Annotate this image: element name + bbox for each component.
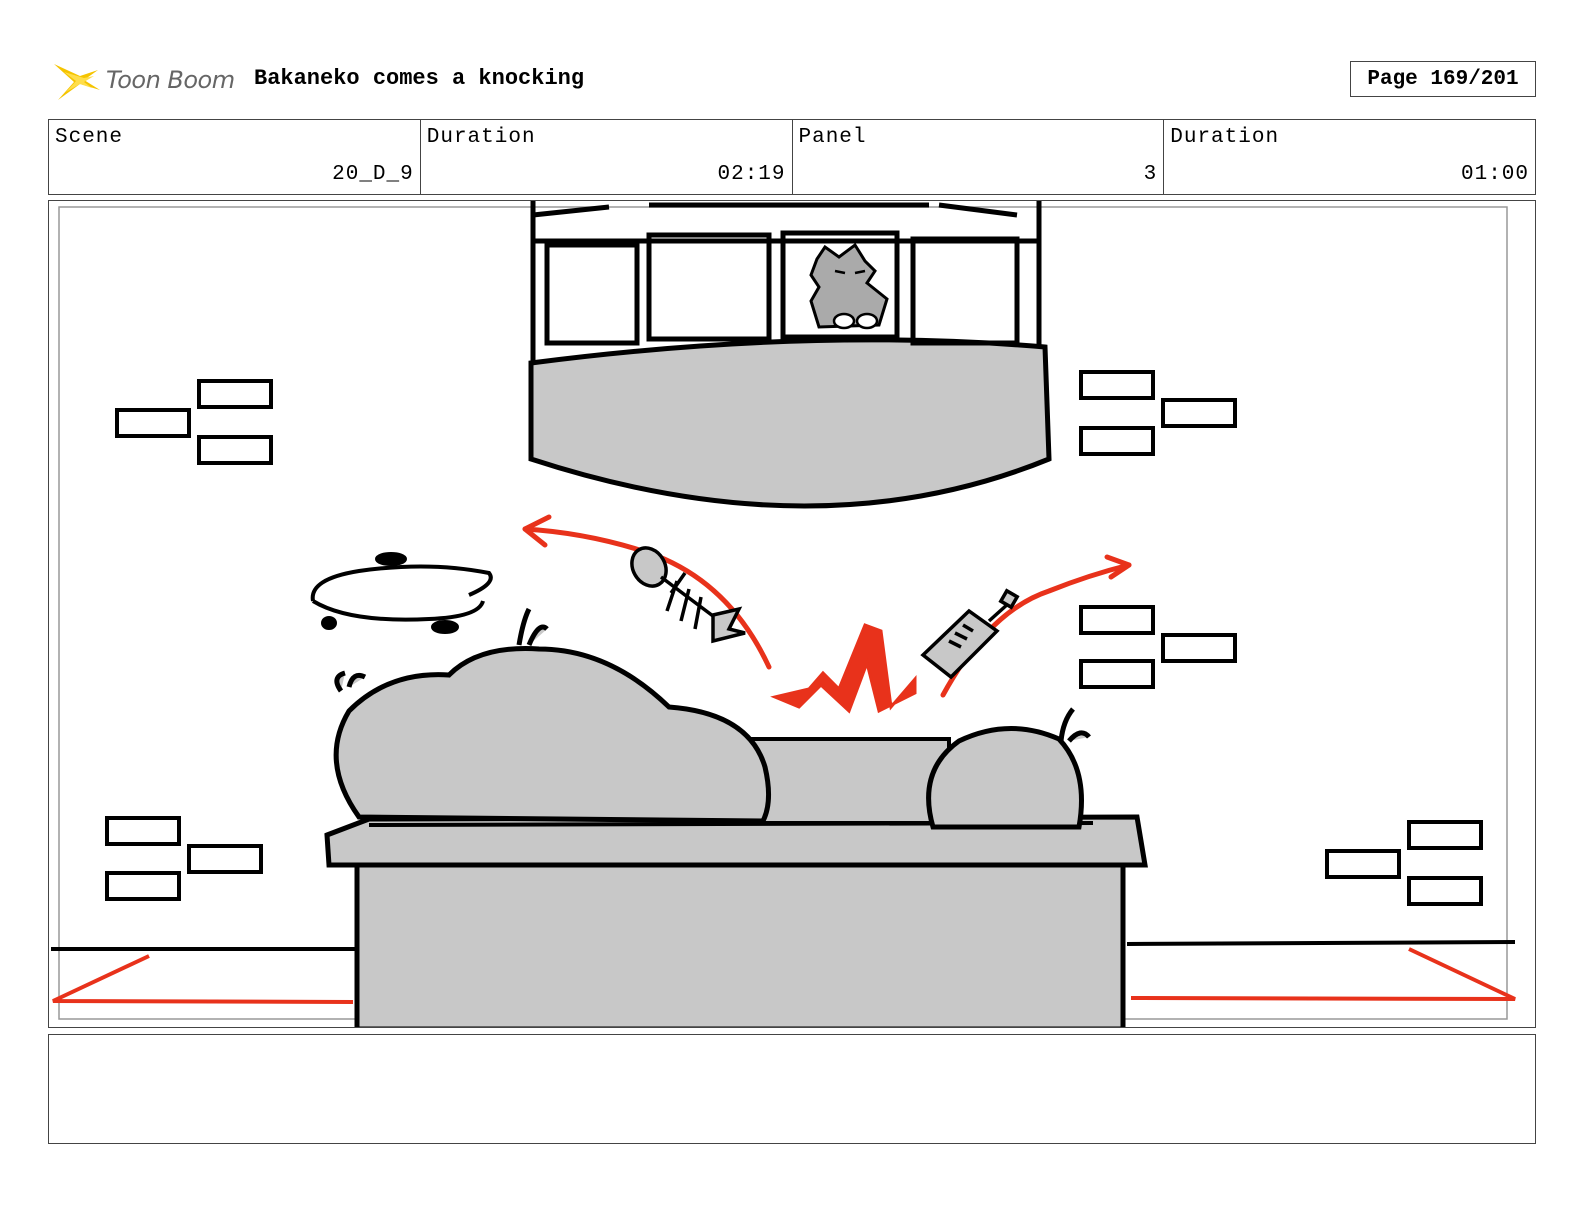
logo-text: Toon Boom xyxy=(106,66,235,94)
storyboard-panel-image xyxy=(48,200,1536,1028)
balcony xyxy=(528,201,1052,509)
scene-duration-cell: Duration 02:19 xyxy=(421,120,793,194)
skateboard-icon xyxy=(310,552,493,634)
storyboard-drawing xyxy=(51,201,1516,1027)
floor-lines xyxy=(51,940,1516,1004)
scene-duration-value: 02:19 xyxy=(717,163,786,186)
scene-label: Scene xyxy=(55,126,124,149)
page-indicator: Page 169/201 xyxy=(1350,61,1536,97)
panel-label: Panel xyxy=(798,126,867,149)
panel-info-table: Scene 20_D_9 Duration 02:19 Panel 3 Dura… xyxy=(48,119,1536,195)
page-header: Toon Boom Bakaneko comes a knocking Page… xyxy=(50,52,1536,108)
project-title: Bakaneko comes a knocking xyxy=(254,66,585,91)
panel-duration-cell: Duration 01:00 xyxy=(1164,120,1535,194)
wall-bricks xyxy=(105,370,1483,906)
starburst-icon xyxy=(54,64,100,100)
toon-boom-logo: Toon Boom xyxy=(50,56,235,104)
scene-value: 20_D_9 xyxy=(332,163,414,186)
fish-bone-icon xyxy=(630,546,746,644)
impact-burst xyxy=(770,623,917,714)
panel-value: 3 xyxy=(1143,163,1158,186)
garbage-bags xyxy=(333,607,1091,830)
scene-duration-label: Duration xyxy=(426,126,536,149)
panel-cell: Panel 3 xyxy=(793,120,1165,194)
scene-cell: Scene 20_D_9 xyxy=(49,120,421,194)
dumpster xyxy=(324,737,1148,1027)
panel-duration-label: Duration xyxy=(1170,126,1280,149)
bakaneko-cat-figure xyxy=(809,242,889,330)
can-icon xyxy=(920,588,1020,680)
panel-notes xyxy=(48,1034,1536,1144)
panel-duration-value: 01:00 xyxy=(1460,163,1529,186)
